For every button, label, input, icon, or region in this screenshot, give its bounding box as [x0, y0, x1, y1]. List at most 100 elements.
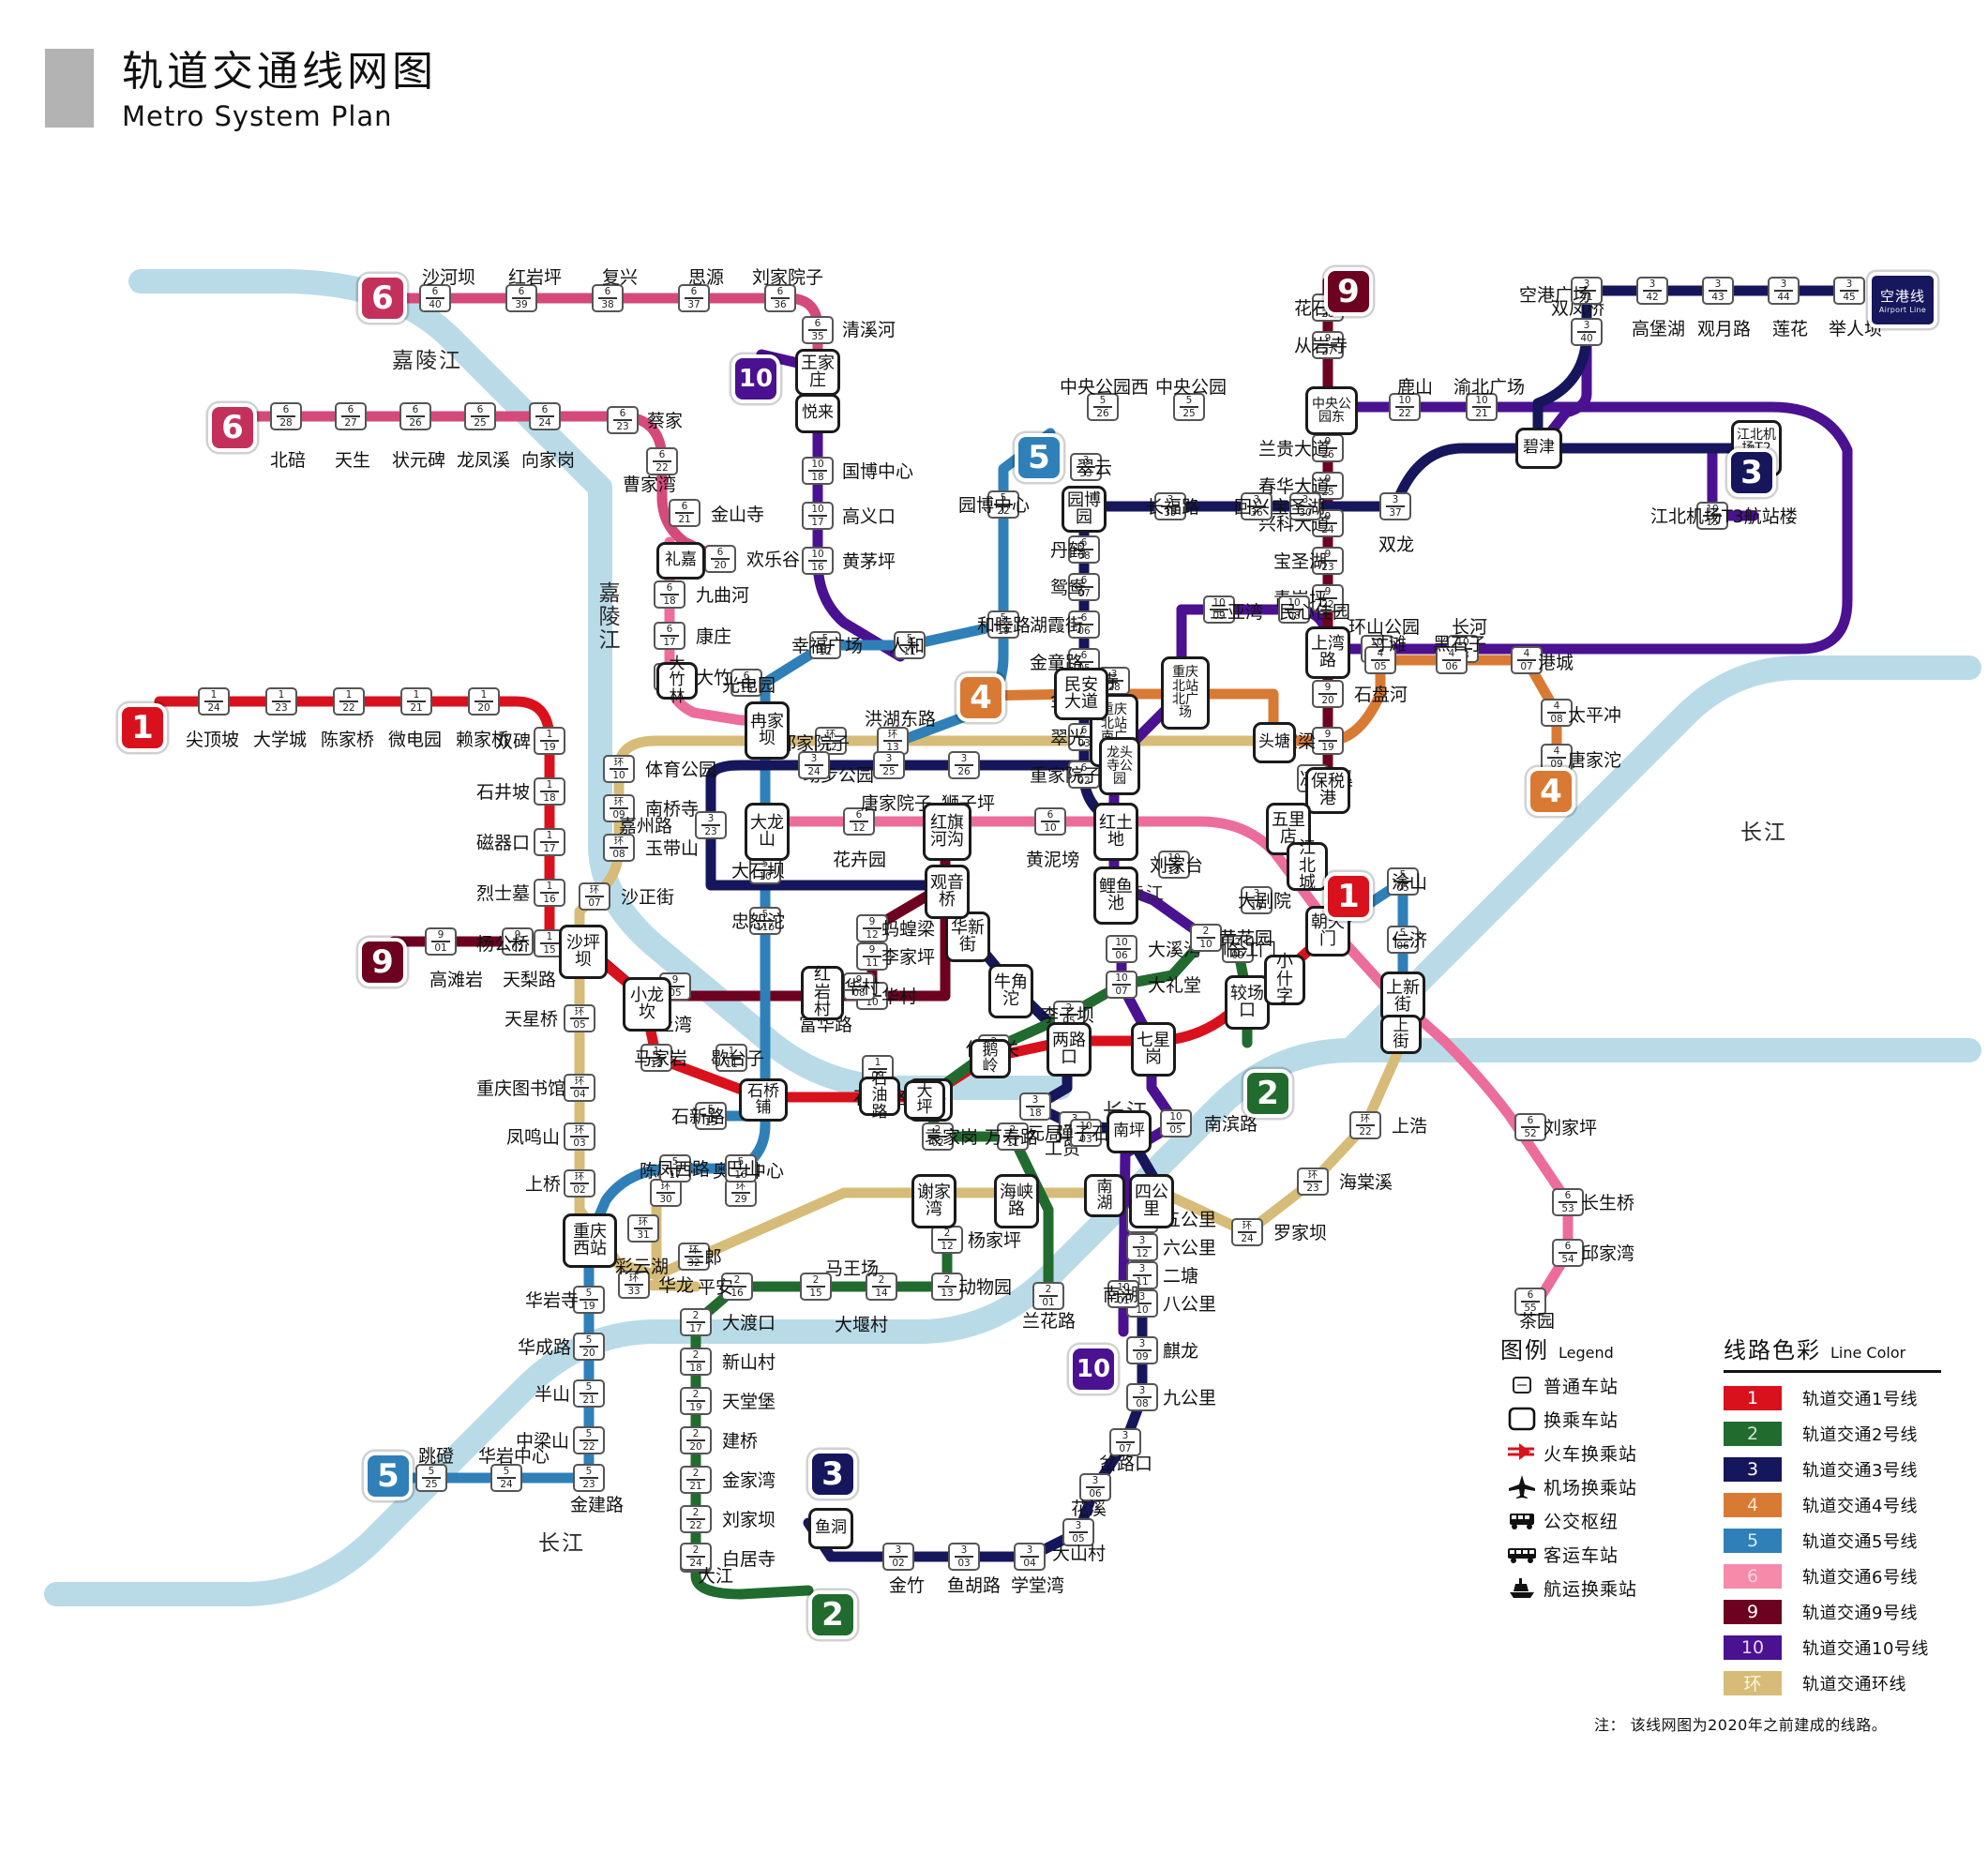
interchange-station[interactable]: 小龙坎	[623, 977, 671, 1032]
interchange-station[interactable]: 七星岗	[1131, 1022, 1176, 1077]
interchange-station[interactable]: 红土地	[1093, 803, 1138, 861]
interchange-station[interactable]: 礼嘉	[656, 542, 705, 580]
interchange-station[interactable]: 华新街	[945, 911, 990, 962]
interchange-station[interactable]: 重庆北站北广场	[1161, 656, 1210, 730]
interchange-station[interactable]: 海峡路	[994, 1174, 1039, 1228]
interchange-station[interactable]: 红旗河沟	[923, 803, 971, 861]
line-terminus-badge-9[interactable]: 9	[358, 938, 407, 987]
interchange-station[interactable]: 悦来	[795, 394, 840, 433]
interchange-station[interactable]: 冉家坝	[745, 701, 790, 760]
interchange-station[interactable]: 鱼洞	[808, 1508, 853, 1549]
interchange-station[interactable]: 牛角沱	[988, 964, 1033, 1018]
line-terminus-badge-2[interactable]: 2	[808, 1590, 857, 1639]
line-terminus-badge-5[interactable]: 5	[1015, 433, 1063, 482]
line-terminus-badge-9[interactable]: 9	[1324, 267, 1373, 316]
interchange-station[interactable]: 碧津	[1515, 428, 1562, 469]
interchange-station[interactable]: 石桥铺	[739, 1078, 788, 1122]
interchange-station[interactable]: 上街	[1380, 1015, 1422, 1054]
interchange-station[interactable]: 保税港	[1305, 767, 1350, 814]
line-terminus-badge-2[interactable]: 2	[1243, 1069, 1292, 1118]
line-terminus-badge-1[interactable]: 1	[118, 703, 167, 752]
interchange-station[interactable]: 两路口	[1047, 1022, 1092, 1077]
interchange-station[interactable]: 民安大道	[1054, 668, 1108, 720]
line-terminus-badge-10[interactable]: 10	[731, 354, 780, 403]
line-terminus-badge-10[interactable]: 10	[1069, 1345, 1118, 1394]
interchange-station[interactable]: 石油路	[859, 1071, 900, 1120]
